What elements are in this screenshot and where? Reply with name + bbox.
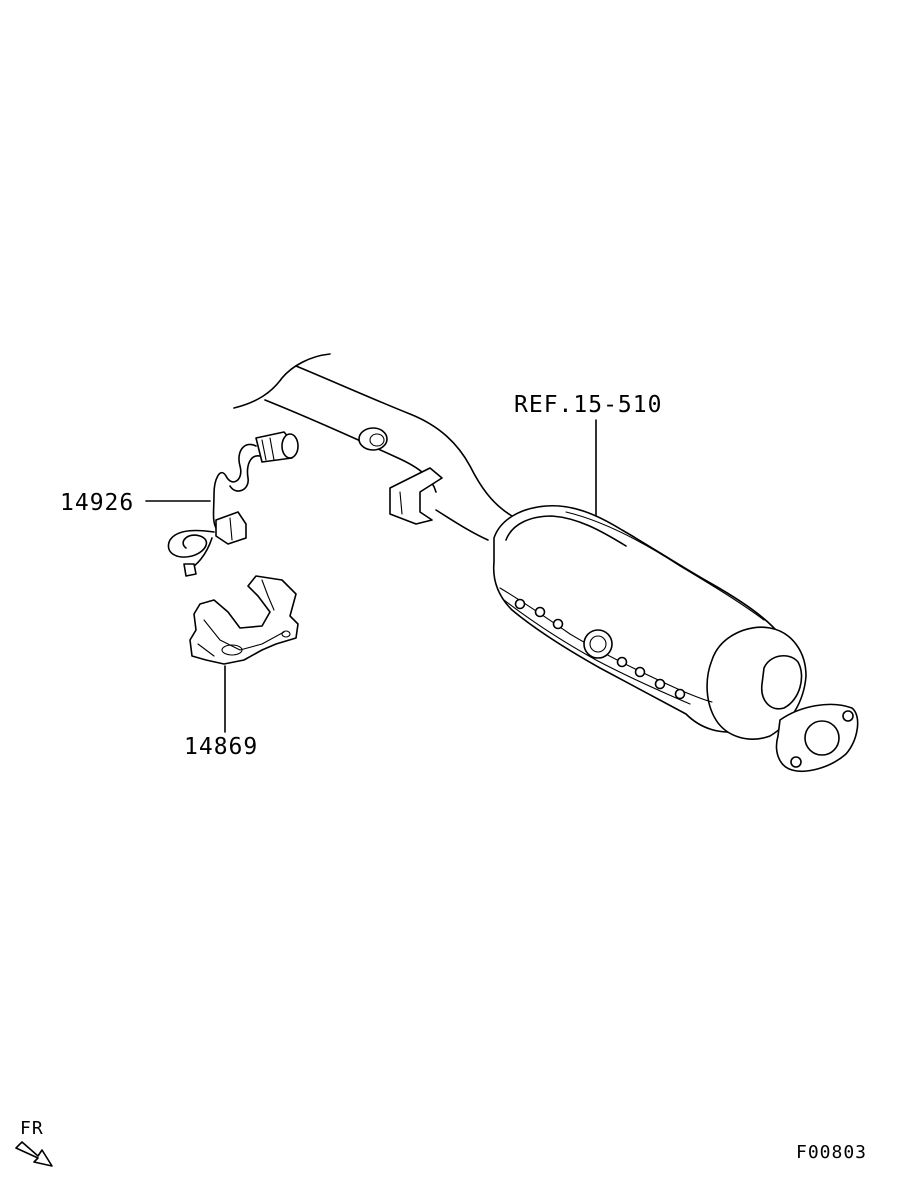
figure-code: F00803	[796, 1142, 867, 1163]
front-indicator-label: FR	[20, 1118, 44, 1139]
part-number-14926: 14926	[60, 490, 134, 516]
exhaust-pipe-assembly	[233, 353, 859, 772]
heat-protector-14869	[189, 575, 299, 665]
outlet-flange	[775, 703, 859, 772]
part-number-14869: 14869	[184, 734, 258, 760]
pipe-hanger-bracket	[389, 467, 443, 525]
pipe-gasket-ring	[358, 427, 388, 451]
oxygen-sensor-14926	[167, 431, 299, 577]
front-arrow-icon	[15, 1141, 53, 1167]
catalytic-converter	[492, 504, 859, 772]
ref-label: REF.15-510	[514, 392, 662, 418]
